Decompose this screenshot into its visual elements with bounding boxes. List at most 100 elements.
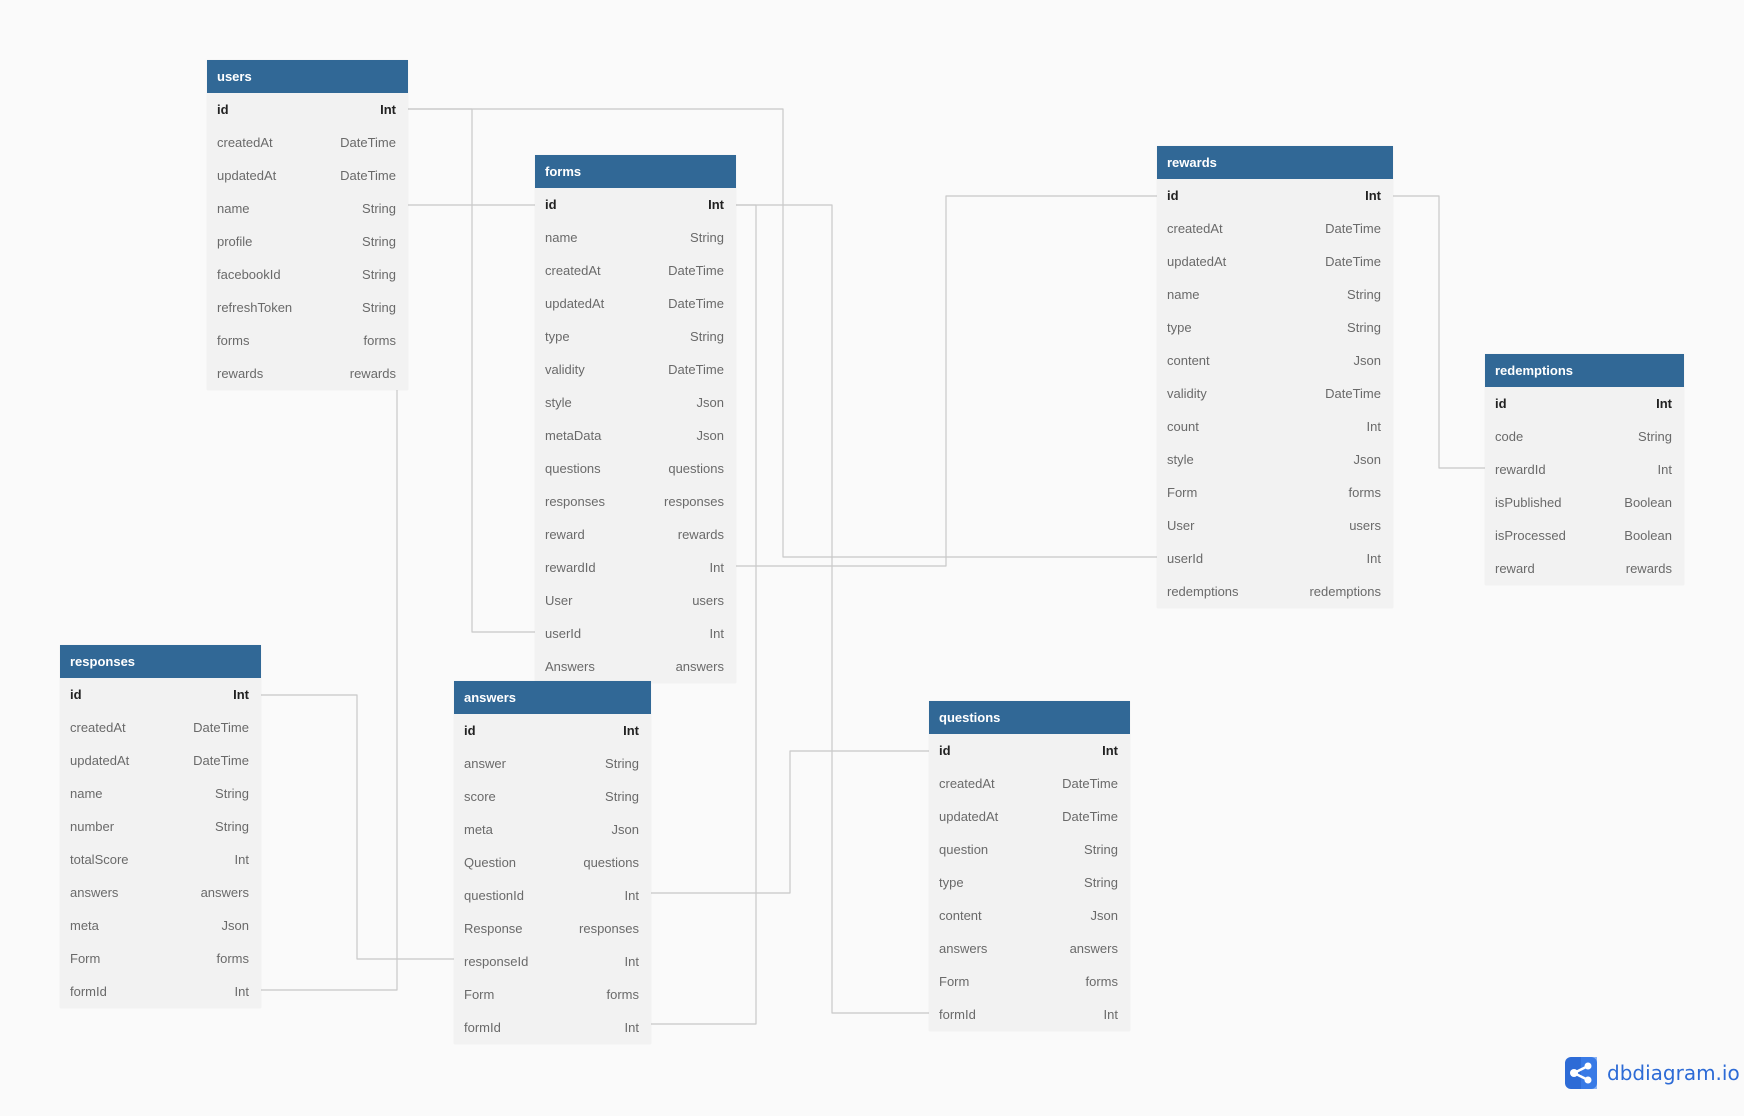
field-name: reward [1495, 561, 1535, 576]
relationship-line[interactable] [651, 750, 929, 894]
dbdiagram-logo[interactable]: dbdiagram.io [1565, 1057, 1740, 1089]
field-type: forms [1085, 974, 1119, 989]
field-name: isProcessed [1495, 528, 1566, 543]
relationship-line[interactable] [1393, 195, 1485, 469]
relationship-line[interactable] [261, 694, 454, 960]
table-header[interactable]: users [207, 60, 408, 93]
relationship-line[interactable] [736, 195, 1157, 567]
table-header[interactable]: questions [929, 701, 1130, 734]
relationship-line[interactable] [261, 389, 398, 991]
field-name: questionId [464, 888, 524, 903]
table-header[interactable]: forms [535, 155, 736, 188]
table-header[interactable]: rewards [1157, 146, 1393, 179]
field-type: Json [221, 918, 249, 933]
relationship-line[interactable] [736, 204, 929, 1014]
table-header[interactable]: responses [60, 645, 261, 678]
table-header[interactable]: answers [454, 681, 651, 714]
table-header[interactable]: redemptions [1485, 354, 1684, 387]
relationship-line[interactable] [408, 108, 1157, 558]
relationship-line[interactable] [408, 108, 535, 633]
